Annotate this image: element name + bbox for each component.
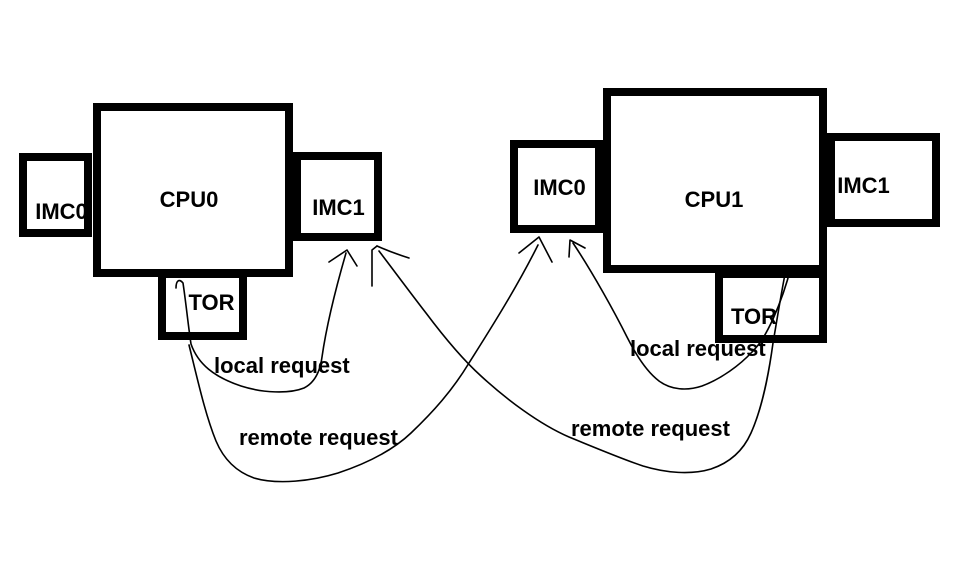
imc0-box-cpu0: IMC0 bbox=[19, 153, 92, 237]
imc1-box-cpu1: IMC1 bbox=[827, 133, 940, 227]
remote-request-label-cpu0: remote request bbox=[239, 425, 398, 450]
tor-label-cpu1: TOR bbox=[730, 303, 778, 329]
cpu0-label: CPU0 bbox=[159, 187, 219, 212]
local-request-label-cpu1: local request bbox=[630, 336, 766, 361]
cpu1-box: CPU1 bbox=[603, 88, 827, 273]
arrowhead-remote-cpu1-left-barb bbox=[371, 245, 378, 287]
local-request-label-cpu0: local request bbox=[214, 353, 350, 378]
arrowhead-remote-cpu0 bbox=[518, 236, 553, 263]
imc0-label-cpu1: IMC0 bbox=[533, 174, 586, 200]
cpu0-box: CPU0 bbox=[93, 103, 293, 277]
arrowhead-local-cpu0 bbox=[328, 249, 358, 267]
tor-label-cpu0: TOR bbox=[188, 290, 235, 315]
imc1-box-cpu0: IMC1 bbox=[293, 152, 382, 241]
imc1-label-cpu1: IMC1 bbox=[837, 173, 890, 198]
arrowhead-local-cpu1 bbox=[568, 239, 586, 258]
arrowhead-remote-cpu1-right-barb bbox=[376, 245, 410, 259]
tor-box-cpu1: TOR bbox=[715, 270, 827, 343]
imc1-label-cpu0: IMC1 bbox=[312, 194, 365, 220]
imc0-label-cpu0: IMC0 bbox=[35, 199, 88, 224]
tor-box-cpu0: TOR bbox=[158, 270, 247, 340]
imc0-box-cpu1: IMC0 bbox=[510, 140, 603, 233]
cpu1-label: CPU1 bbox=[684, 186, 744, 212]
remote-request-label-cpu1: remote request bbox=[571, 416, 730, 441]
